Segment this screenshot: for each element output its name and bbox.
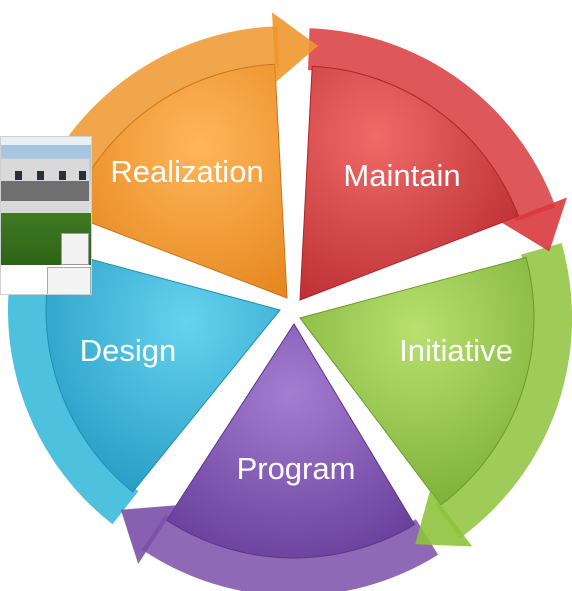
- maintain-label: Maintain: [343, 158, 460, 193]
- program-arrow-head-icon: [120, 505, 177, 564]
- design-label: Design: [80, 333, 177, 368]
- window-icon: [59, 171, 66, 180]
- maintain-segment: [299, 65, 520, 301]
- realization-label: Realization: [110, 154, 263, 189]
- window-icon: [37, 171, 44, 180]
- maintain-arrow-head-icon: [501, 197, 567, 252]
- window-icon: [15, 171, 22, 180]
- realization-arrow-head-icon: [272, 12, 318, 83]
- window-icon: [79, 171, 86, 180]
- program-segment: [165, 323, 416, 559]
- program-label: Program: [237, 451, 356, 486]
- initiative-rim: [435, 243, 572, 539]
- initiative-segment: [299, 256, 535, 506]
- site-plan-icon: [47, 267, 91, 294]
- map-icon: [61, 233, 89, 265]
- initiative-arrow-head-icon: [415, 490, 473, 547]
- building-thumbnail: [0, 136, 92, 295]
- building-facade-band: [1, 181, 89, 201]
- thumbnail-header: [1, 137, 91, 145]
- program-rim: [141, 514, 439, 591]
- design-rim: [7, 235, 139, 525]
- initiative-label: Initiative: [399, 333, 513, 368]
